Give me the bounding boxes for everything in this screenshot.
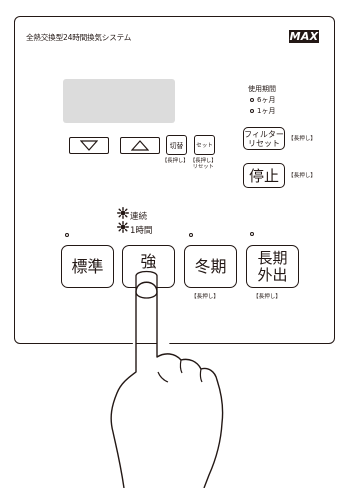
mode-button-label: 標準: [71, 256, 104, 276]
continuous-led-icon: [117, 207, 129, 219]
filter-period-heading: 使用期間: [248, 85, 276, 93]
down-button[interactable]: [69, 137, 109, 154]
led-indicator: [250, 98, 254, 102]
away-longpress-note: 【長押し】: [253, 294, 281, 300]
down-triangle-icon: [80, 140, 98, 151]
filter-reset-label: フィルター リセット: [244, 129, 284, 148]
mode-button-strong[interactable]: 強: [122, 245, 175, 288]
filter-period-label: 6ヶ月: [257, 96, 276, 104]
set-button-label: セット: [196, 143, 213, 149]
set-longpress-note: 【長押し】 リセット: [190, 158, 217, 171]
mode-button-winter[interactable]: 冬期: [184, 245, 237, 288]
mode-button-label: 冬期: [194, 256, 227, 276]
stop-button-label: 停止: [248, 166, 279, 185]
mode-button-label: 長期 外出: [257, 248, 288, 284]
stop-button[interactable]: 停止: [243, 163, 285, 188]
mode-button-label: 強: [140, 251, 157, 271]
stop-longpress-note: 【長押し】: [288, 173, 316, 179]
up-button[interactable]: [120, 137, 160, 154]
mode-button-standard[interactable]: 標準: [61, 245, 114, 288]
switch-button[interactable]: 切替: [166, 135, 187, 155]
standard-led: [65, 233, 69, 237]
winter-longpress-note: 【長押し】: [191, 294, 219, 300]
switch-button-label: 切替: [169, 142, 184, 150]
up-triangle-icon: [131, 140, 149, 151]
filter-reset-longpress-note: 【長押し】: [288, 136, 316, 142]
filter-reset-button[interactable]: フィルター リセット: [243, 127, 285, 150]
set-button[interactable]: セット: [194, 135, 215, 155]
switch-longpress-note: 【長押し】: [162, 158, 189, 164]
away-led: [250, 232, 254, 236]
winter-led: [189, 233, 193, 237]
continuous-label: 連続: [130, 212, 148, 222]
system-title: 全熱交換型24時間換気システム: [26, 33, 132, 42]
control-panel: [14, 16, 335, 344]
led-indicator: [250, 109, 254, 113]
lcd-display: [63, 79, 175, 123]
brand-logo: MAX: [289, 30, 319, 43]
mode-button-away[interactable]: 長期 外出: [246, 245, 299, 288]
filter-period-label: 1ヶ月: [257, 107, 276, 115]
one-hour-led-icon: [117, 221, 129, 233]
one-hour-label: 1時間: [130, 226, 153, 236]
